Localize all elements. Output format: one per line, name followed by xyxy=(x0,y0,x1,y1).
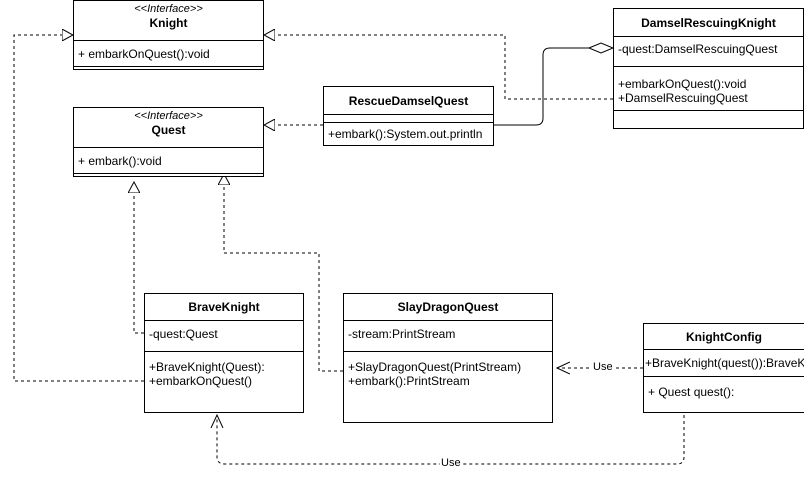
method: +embark():System.out.println xyxy=(328,127,483,141)
attribute: -stream:PrintStream xyxy=(348,327,456,341)
class-knight-config-attributes: +BraveKnight(quest()):BraveKnight xyxy=(644,350,804,377)
class-damsel-rescuing-knight-name: DamselRescuingKnight xyxy=(641,15,776,30)
method: +embark():PrintStream xyxy=(348,374,470,388)
class-brave-knight-name: BraveKnight xyxy=(188,300,260,314)
class-knight-config-header: KnightConfig xyxy=(644,324,804,350)
class-knight-config[interactable]: KnightConfig +BraveKnight(quest()):Brave… xyxy=(643,323,804,413)
class-knight-stereotype: <<Interface>> xyxy=(134,3,203,15)
class-brave-knight-attributes: -quest:Quest xyxy=(145,321,303,352)
class-slay-dragon-quest-methods: +SlayDragonQuest(PrintStream) +embark():… xyxy=(344,352,552,388)
class-quest-methods: + embark():void xyxy=(74,148,263,174)
class-brave-knight-header: BraveKnight xyxy=(145,294,303,321)
method: +SlayDragonQuest(PrintStream) xyxy=(348,360,522,374)
class-slay-dragon-quest-name: SlayDragonQuest xyxy=(397,300,499,314)
method: +embarkOnQuest():void xyxy=(618,77,747,91)
class-knight-config-methods: + Quest quest(): xyxy=(644,377,804,399)
dependency-knightconfig-braveknight xyxy=(217,415,685,465)
class-knight[interactable]: <<Interface>> Knight + embarkOnQuest():v… xyxy=(73,0,264,70)
class-rescue-damsel-quest-name: RescueDamselQuest xyxy=(348,93,469,108)
use-label-braveknight: Use xyxy=(440,457,462,469)
class-slay-dragon-quest-header: SlayDragonQuest xyxy=(344,294,552,321)
class-damsel-rescuing-knight[interactable]: DamselRescuingKnight -quest:DamselRescui… xyxy=(613,8,804,129)
class-knight-name: Knight xyxy=(149,16,188,30)
class-damsel-rescuing-knight-attributes: -quest:DamselRescuingQuest xyxy=(614,37,803,67)
use-label-slaydragon: Use xyxy=(592,361,614,373)
class-quest-name: Quest xyxy=(151,123,186,137)
method: +embarkOnQuest() xyxy=(149,374,253,388)
method: +DamselRescuingQuest xyxy=(618,91,748,105)
attribute: +BraveKnight(quest()):BraveKnight xyxy=(645,356,804,370)
class-knight-config-name: KnightConfig xyxy=(686,329,762,344)
class-damsel-rescuing-knight-header: DamselRescuingKnight xyxy=(614,9,803,37)
class-quest[interactable]: <<Interface>> Quest + embark():void xyxy=(73,107,264,177)
realization-braveknight-knight xyxy=(13,35,144,382)
class-brave-knight-methods: +BraveKnight(Quest): +embarkOnQuest() xyxy=(145,352,303,388)
aggregation-diamond xyxy=(587,42,615,54)
class-quest-stereotype: <<Interface>> xyxy=(134,110,203,122)
attribute: -quest:DamselRescuingQuest xyxy=(618,42,778,56)
aggregation-damselknight-rescuedamsel xyxy=(494,47,589,126)
class-damsel-rescuing-knight-methods: +embarkOnQuest():void +DamselRescuingQue… xyxy=(614,67,803,111)
method: +BraveKnight(Quest): xyxy=(149,360,265,374)
method: + embark():void xyxy=(78,154,162,168)
class-brave-knight[interactable]: BraveKnight -quest:Quest +BraveKnight(Qu… xyxy=(144,293,304,413)
class-rescue-damsel-quest-attributes xyxy=(324,115,493,123)
class-knight-methods: + embarkOnQuest():void xyxy=(74,41,263,67)
realization-braveknight-quest xyxy=(134,182,144,334)
class-rescue-damsel-quest-methods: +embark():System.out.println xyxy=(324,123,493,141)
realization-damselknight-knight xyxy=(264,35,613,100)
class-slay-dragon-quest-attributes: -stream:PrintStream xyxy=(344,321,552,352)
class-quest-header: <<Interface>> Quest xyxy=(74,108,263,148)
method: + embarkOnQuest():void xyxy=(78,47,210,61)
method: + Quest quest(): xyxy=(648,385,735,399)
class-rescue-damsel-quest[interactable]: RescueDamselQuest +embark():System.out.p… xyxy=(323,86,494,146)
class-knight-header: <<Interface>> Knight xyxy=(74,1,263,41)
class-rescue-damsel-quest-header: RescueDamselQuest xyxy=(324,87,493,115)
attribute: -quest:Quest xyxy=(149,327,218,341)
class-slay-dragon-quest[interactable]: SlayDragonQuest -stream:PrintStream +Sla… xyxy=(343,293,553,423)
